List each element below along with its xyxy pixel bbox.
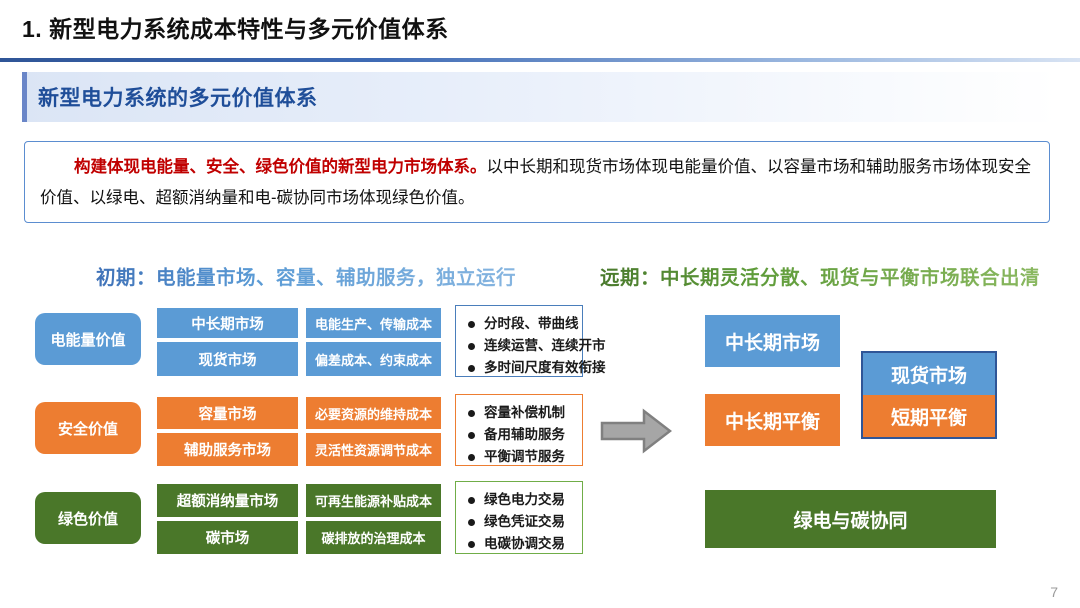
value-pill-label: 电能量价值 [50,331,126,349]
market-block-security-2[interactable]: 辅助服务市场 [157,433,298,466]
market-block-energy-1[interactable]: 中长期市场 [157,308,298,338]
cost-block-security-2[interactable]: 灵活性资源调节成本 [306,433,441,466]
cost-block-label: 可再生能源补贴成本 [314,494,432,509]
market-block-label: 现货市场 [198,352,257,369]
late-combo-label: 短期平衡 [890,407,967,429]
late-block-green-carbon[interactable]: 绿电与碳协同 [705,490,996,548]
cost-block-energy-2[interactable]: 偏差成本、约束成本 [306,342,441,376]
late-block-label: 绿电与碳协同 [793,510,908,532]
stage-heading-late: 远期：中长期灵活分散、现货与平衡市场联合出清 [600,261,1040,290]
stage-heading-early: 初期：电能量市场、容量、辅助服务，独立运行 [96,261,516,290]
late-block-midlong-market[interactable]: 中长期市场 [705,315,840,367]
market-block-green-1[interactable]: 超额消纳量市场 [157,484,298,517]
market-block-label: 中长期市场 [191,316,264,333]
cost-block-label: 灵活性资源调节成本 [314,443,432,458]
feature-box-green: 绿色电力交易 绿色凭证交易 电碳协调交易 [455,481,583,554]
description-body: 以中长期和现货市场体现电能量价值、以容量市场和辅助服务市场体现安全价值、以绿电、… [40,158,1031,207]
market-block-label: 容量市场 [198,406,257,423]
page-title: 1. 新型电力系统成本特性与多元价值体系 [22,16,449,42]
late-combo-box: 现货市场 短期平衡 [861,351,997,439]
value-pill-label: 绿色价值 [57,510,118,528]
feature-item: 多时间尺度有效衔接 [466,357,606,379]
cost-block-label: 偏差成本、约束成本 [314,352,432,368]
cost-block-green-2[interactable]: 碳排放的治理成本 [306,521,441,554]
feature-item: 平衡调节服务 [466,446,576,468]
description-text: 构建体现电能量、安全、绿色价值的新型电力市场体系。以中长期和现货市场体现电能量价… [40,152,1040,214]
market-block-security-1[interactable]: 容量市场 [157,397,298,429]
market-block-energy-2[interactable]: 现货市场 [157,342,298,376]
late-combo-short-balance[interactable]: 短期平衡 [863,395,995,437]
feature-box-security: 容量补偿机制 备用辅助服务 平衡调节服务 [455,394,583,466]
market-block-label: 超额消纳量市场 [176,494,279,510]
late-block-label: 中长期平衡 [724,411,820,433]
feature-item: 分时段、带曲线 [466,313,579,335]
market-block-label: 辅助服务市场 [184,443,271,459]
late-combo-spot-market[interactable]: 现货市场 [863,353,995,395]
late-combo-label: 现货市场 [890,365,967,387]
feature-item: 电碳协调交易 [466,533,576,555]
value-pill-energy[interactable]: 电能量价值 [35,313,141,365]
late-block-midlong-balance[interactable]: 中长期平衡 [705,394,840,446]
feature-item: 容量补偿机制 [466,402,576,424]
market-block-label: 碳市场 [205,531,250,547]
subtitle-accent-bar [22,72,27,122]
cost-block-label: 碳排放的治理成本 [321,531,426,546]
cost-block-green-1[interactable]: 可再生能源补贴成本 [306,484,441,517]
value-pill-label: 安全价值 [57,420,118,438]
subtitle-band [22,72,1058,122]
feature-box-energy: 分时段、带曲线 连续运营、连续开市 多时间尺度有效衔接 [455,305,606,379]
page-number: 7 [1050,584,1058,600]
cost-block-security-1[interactable]: 必要资源的维持成本 [306,397,441,429]
description-box [24,141,1050,223]
subtitle-text: 新型电力系统的多元价值体系 [38,87,318,110]
value-pill-green[interactable]: 绿色价值 [35,492,141,544]
title-divider [0,58,1080,62]
cost-block-energy-1[interactable]: 电能生产、传输成本 [306,308,441,338]
late-block-label: 中长期市场 [724,332,820,354]
cost-block-label: 电能生产、传输成本 [314,316,432,332]
feature-item: 绿色电力交易 [466,489,576,511]
feature-item: 绿色凭证交易 [466,511,576,533]
market-block-green-2[interactable]: 碳市场 [157,521,298,554]
right-arrow-icon [600,408,673,454]
feature-item: 连续运营、连续开市 [466,335,606,357]
value-pill-security[interactable]: 安全价值 [35,402,141,454]
description-highlight: 构建体现电能量、安全、绿色价值的新型电力市场体系。 [74,158,487,176]
cost-block-label: 必要资源的维持成本 [314,406,432,422]
feature-item: 备用辅助服务 [466,424,576,446]
